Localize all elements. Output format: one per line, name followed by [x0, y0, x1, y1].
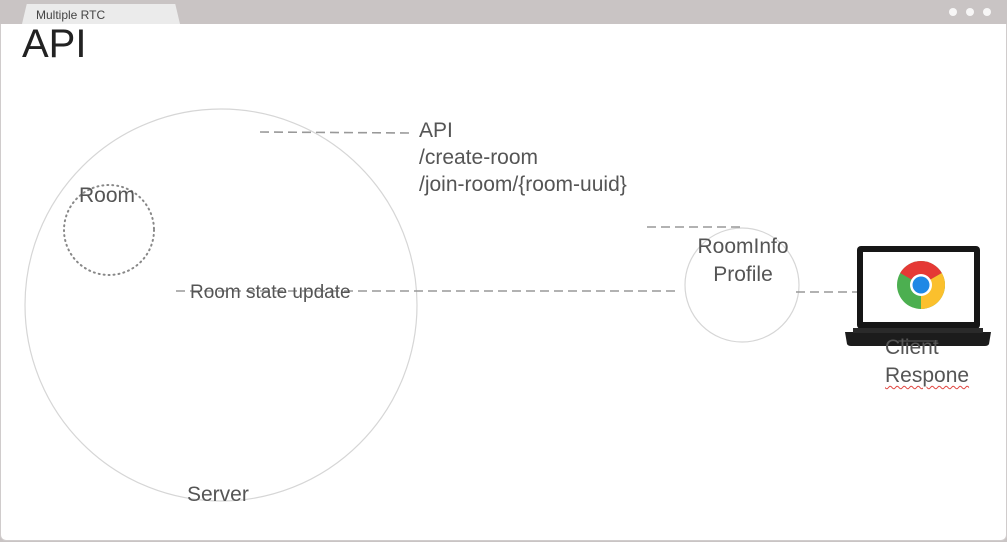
window-dot-2[interactable]: [966, 8, 974, 16]
window-dot-1[interactable]: [949, 8, 957, 16]
profile-circle: [684, 227, 800, 343]
tab-multiple-rtc[interactable]: Multiple RTC: [22, 4, 180, 24]
window-dot-3[interactable]: [983, 8, 991, 16]
slide-content: [0, 24, 1007, 541]
client-line-misspelled: Respone: [885, 364, 970, 387]
room-circle: [63, 184, 155, 276]
page-title: API: [22, 22, 87, 66]
server-label: Server: [187, 483, 249, 506]
profile-label: RoomInfo Profile: [686, 233, 800, 289]
client-label: Client Respone: [885, 334, 969, 390]
title-bar: Multiple RTC: [0, 0, 1007, 24]
window-controls: [949, 8, 991, 16]
api-endpoints: API /create-room /join-room/{room-uuid}: [419, 117, 627, 198]
chrome-icon: [897, 260, 946, 309]
client-line: Client: [885, 336, 939, 359]
api-line: /join-room/{room-uuid}: [419, 173, 627, 196]
room-state-label: Room state update: [190, 282, 351, 303]
api-connector-line: [259, 131, 411, 134]
laptop-icon: [845, 246, 991, 346]
api-line: /create-room: [419, 146, 539, 169]
server-circle: [24, 108, 418, 502]
profile-line: RoomInfo: [697, 235, 789, 258]
tab-label: Multiple RTC: [36, 8, 106, 22]
room-label: Room: [79, 184, 136, 207]
api-line: API: [419, 119, 453, 142]
profile-line: Profile: [713, 263, 773, 286]
